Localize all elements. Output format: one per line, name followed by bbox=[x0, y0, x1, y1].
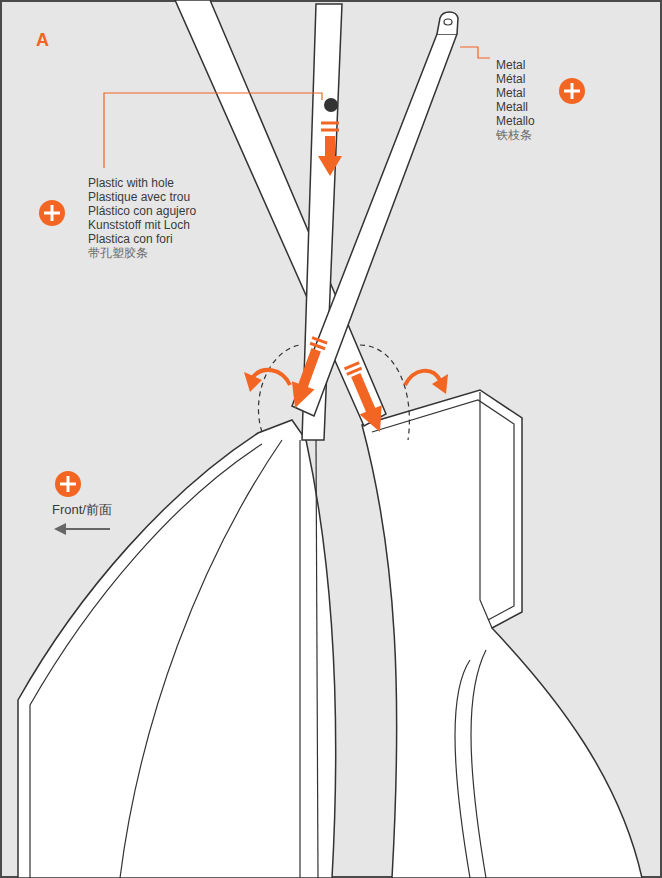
part-name: 铁枝条 bbox=[496, 128, 532, 142]
step-letter: A bbox=[36, 30, 49, 50]
part-name: 带孔塑胶条 bbox=[88, 246, 148, 260]
part-name: Plástico con agujero bbox=[88, 204, 196, 218]
part-name: Métal bbox=[496, 72, 525, 86]
part-name: Metal bbox=[496, 86, 525, 100]
direction-label: Front/前面 bbox=[52, 502, 112, 517]
part-name: Plastique avec trou bbox=[88, 190, 190, 204]
part-name: Metal bbox=[496, 58, 525, 72]
part-name: Kunststoff mit Loch bbox=[88, 218, 190, 232]
part-name: Plastica con fori bbox=[88, 232, 173, 246]
part-name: Metallo bbox=[496, 114, 535, 128]
part-name: Metall bbox=[496, 100, 528, 114]
part-name: Plastic with hole bbox=[88, 176, 174, 190]
